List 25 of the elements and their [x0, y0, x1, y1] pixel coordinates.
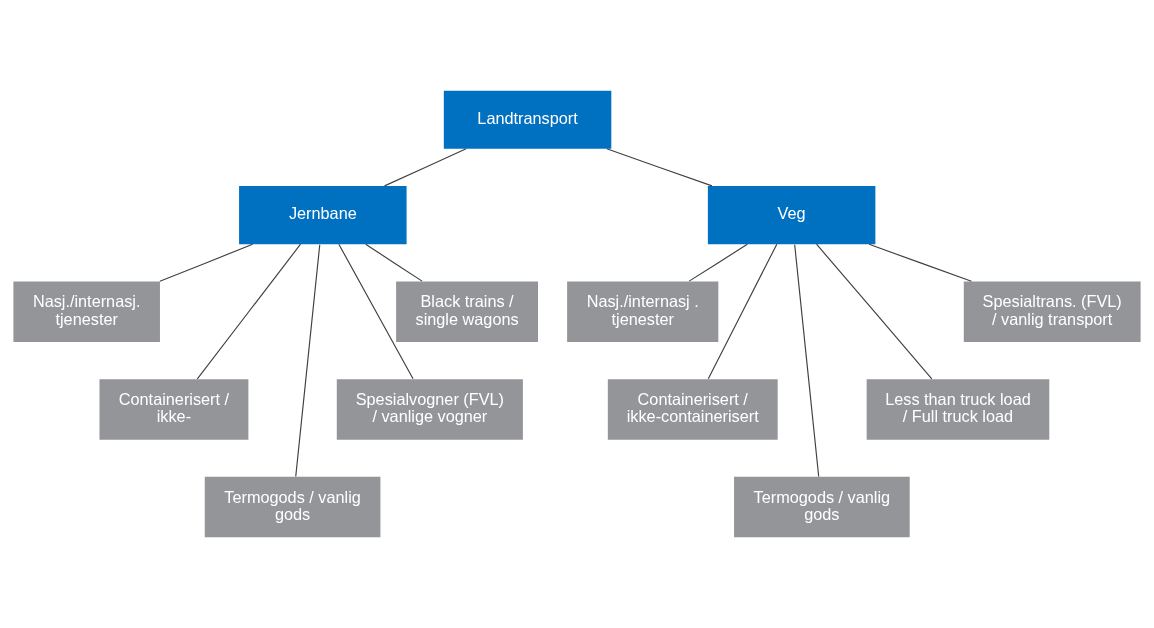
node-box: Spesialvogner (FVL) / vanlige vogner [336, 379, 523, 440]
connector [815, 243, 933, 380]
connector [196, 243, 302, 380]
node-box: Black trains / single wagons [396, 281, 539, 342]
node-box: Landtransport [443, 90, 612, 149]
connector [384, 148, 467, 187]
connector [365, 243, 423, 282]
connector [868, 243, 972, 282]
node-box: Nasj./internasj . tjenester [567, 281, 719, 342]
node-box: Jernbane [239, 186, 407, 245]
node-box: Nasj./internasj. tjenester [13, 281, 160, 342]
node-box: Termogods / vanlig gods [204, 476, 381, 538]
node-box: Containerisert / ikke- [99, 379, 249, 440]
node-box: Spesialtrans. (FVL) / vanlig transport [963, 281, 1141, 342]
node-box: Termogods / vanlig gods [734, 476, 910, 538]
connector [159, 243, 254, 282]
connector [606, 148, 713, 187]
connector [295, 244, 321, 478]
connector [794, 244, 820, 478]
node-box: Less than truck load / Full truck load [866, 379, 1050, 440]
node-box: Veg [707, 186, 876, 245]
connector [707, 243, 778, 380]
connector [338, 243, 414, 380]
node-box: Containerisert / ikke-containerisert [607, 379, 778, 440]
connector [688, 243, 748, 282]
